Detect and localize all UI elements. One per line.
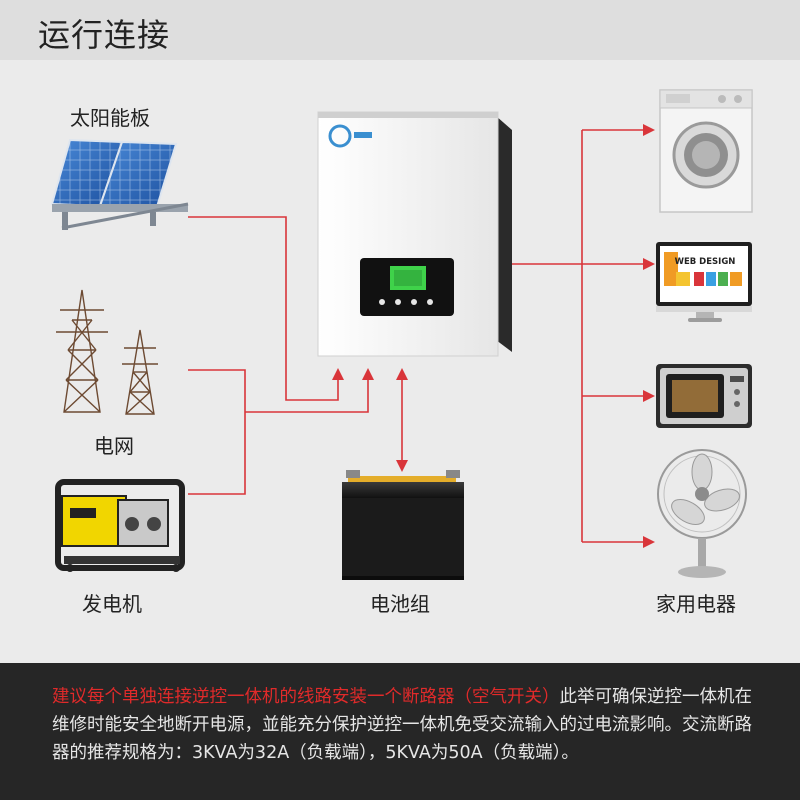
label-appliances: 家用电器 bbox=[656, 592, 736, 616]
washing-machine-icon bbox=[659, 89, 753, 213]
solar-panel-icon bbox=[50, 138, 189, 230]
power-tower-icon bbox=[56, 289, 158, 415]
label-grid: 电网 bbox=[94, 434, 134, 458]
label-solar-panel: 太阳能板 bbox=[70, 106, 150, 130]
label-battery: 电池组 bbox=[370, 592, 430, 616]
arrow-heads bbox=[332, 124, 655, 548]
microwave-icon bbox=[656, 364, 752, 428]
label-generator: 发电机 bbox=[82, 592, 142, 616]
footer-body: 此举可确保逆控一体机在维修时能安全地断开电源，並能充分保护逆控一体机免受交流输入… bbox=[52, 687, 752, 763]
connection-lines bbox=[188, 129, 643, 543]
battery-icon bbox=[342, 470, 464, 580]
footer-highlight: 建议每个单独连接逆控一体机的线路安装一个断路器（空气开关） bbox=[52, 687, 560, 707]
footer-notice: 建议每个单独连接逆控一体机的线路安装一个断路器（空气开关）此举可确保逆控一体机在… bbox=[0, 663, 800, 800]
generator-icon bbox=[55, 479, 185, 572]
monitor-screen-text: WEB DESIGN bbox=[675, 257, 736, 267]
fan-icon bbox=[657, 449, 747, 578]
monitor-icon bbox=[656, 242, 752, 322]
page-title: 运行连接 bbox=[38, 16, 171, 54]
footer-paragraph: 建议每个单独连接逆控一体机的线路安装一个断路器（空气开关）此举可确保逆控一体机在… bbox=[52, 683, 762, 767]
inverter-icon bbox=[317, 111, 512, 357]
header-bar: 运行连接 bbox=[0, 0, 800, 60]
